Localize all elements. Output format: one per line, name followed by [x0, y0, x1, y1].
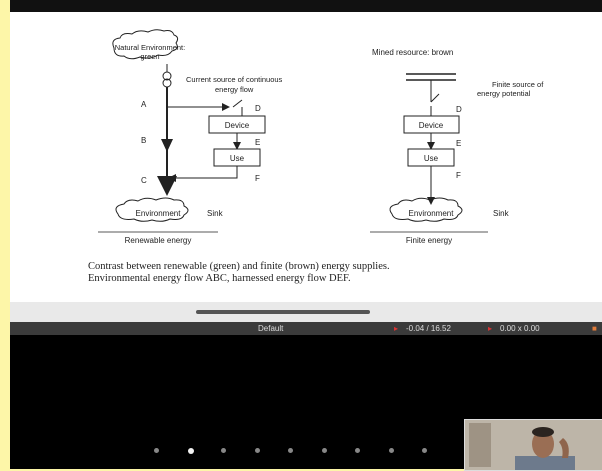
- status-bar: Default ▸ -0.04 / 16.52 ▸ 0.00 x 0.00 ■: [10, 322, 602, 335]
- switch-line-left: [232, 99, 243, 108]
- save-status-icon: ■: [592, 324, 597, 333]
- finite-point-d-label: D: [456, 105, 462, 114]
- slide-caption: Contrast between renewable (green) and f…: [88, 261, 568, 285]
- current-source-label: Current source of continuous: [186, 75, 283, 84]
- webcam-thumbnail[interactable]: [464, 419, 602, 471]
- sink-label-finite: Sink: [493, 209, 510, 218]
- carousel-dot[interactable]: [355, 448, 360, 453]
- slide-canvas: Natural Environment: green Current sourc…: [10, 12, 602, 302]
- finite-source-sublabel: energy potential: [477, 89, 531, 98]
- cursor-position: -0.04 / 16.52: [406, 324, 451, 333]
- carousel-dot[interactable]: [221, 448, 226, 453]
- environment-cloud-finite: [389, 197, 463, 222]
- finite-use-label: Use: [424, 154, 439, 163]
- finite-point-e-label: E: [456, 139, 461, 148]
- point-a-label: A: [141, 100, 147, 109]
- video-area: [10, 335, 602, 471]
- mined-resource-label: Mined resource: brown: [372, 48, 453, 57]
- carousel-dot[interactable]: [288, 448, 293, 453]
- point-d-label: D: [255, 104, 261, 113]
- carousel-dot[interactable]: [154, 448, 159, 453]
- finite-device-label: Device: [419, 121, 444, 130]
- finite-energy-heading: Finite energy: [406, 236, 452, 245]
- natural-environment-cloud: [112, 29, 179, 60]
- sink-label-renewable: Sink: [207, 209, 224, 218]
- use-to-c-line: [168, 166, 238, 182]
- carousel-dot[interactable]: [321, 448, 327, 453]
- carousel-dot[interactable]: [187, 447, 194, 454]
- webcam-speaker-hand: [559, 438, 569, 458]
- use-label: Use: [230, 154, 245, 163]
- caption-line-1: Contrast between renewable (green) and f…: [88, 261, 390, 272]
- switch-line-right: [430, 93, 440, 103]
- carousel-dot[interactable]: [422, 448, 427, 453]
- webcam-background-panel: [469, 423, 491, 467]
- current-source-symbol-top: [162, 71, 172, 81]
- webcam-speaker-face: [532, 430, 554, 458]
- environment-label-renewable: Environment: [136, 209, 182, 218]
- point-f-label: F: [255, 174, 260, 183]
- webcam-speaker-shirt: [515, 456, 575, 470]
- webcam-speaker-hair: [532, 427, 554, 437]
- position-marker-icon: ▸: [394, 324, 399, 333]
- carousel-dot[interactable]: [254, 448, 260, 453]
- renewable-energy-heading: Renewable energy: [125, 236, 192, 245]
- environment-cloud-renewable: [115, 197, 189, 222]
- window-top-bar: [10, 0, 602, 12]
- carousel-dot[interactable]: [388, 448, 394, 453]
- natural-environment-sublabel: green: [140, 52, 159, 61]
- point-c-label: C: [141, 176, 147, 185]
- flow-b-arrowhead: [161, 139, 173, 152]
- horizontal-scrollbar-thumb[interactable]: [196, 310, 370, 314]
- selection-size: 0.00 x 0.00: [500, 324, 540, 333]
- finite-source-label: Finite source of: [492, 80, 544, 89]
- layout-name[interactable]: Default: [258, 324, 284, 333]
- natural-environment-label: Natural Environment:: [115, 43, 185, 52]
- finite-point-f-label: F: [456, 171, 461, 180]
- point-b-label: B: [141, 136, 146, 145]
- device-label: Device: [225, 121, 250, 130]
- horizontal-scroll-area: [10, 302, 602, 322]
- current-source-sublabel: energy flow: [215, 85, 254, 94]
- point-e-label: E: [255, 138, 260, 147]
- size-marker-icon: ▸: [488, 324, 493, 333]
- environment-label-finite: Environment: [409, 209, 455, 218]
- energy-diagram: Natural Environment: green Current sourc…: [98, 29, 544, 245]
- caption-line-2: Environmental energy flow ABC, harnessed…: [88, 273, 351, 284]
